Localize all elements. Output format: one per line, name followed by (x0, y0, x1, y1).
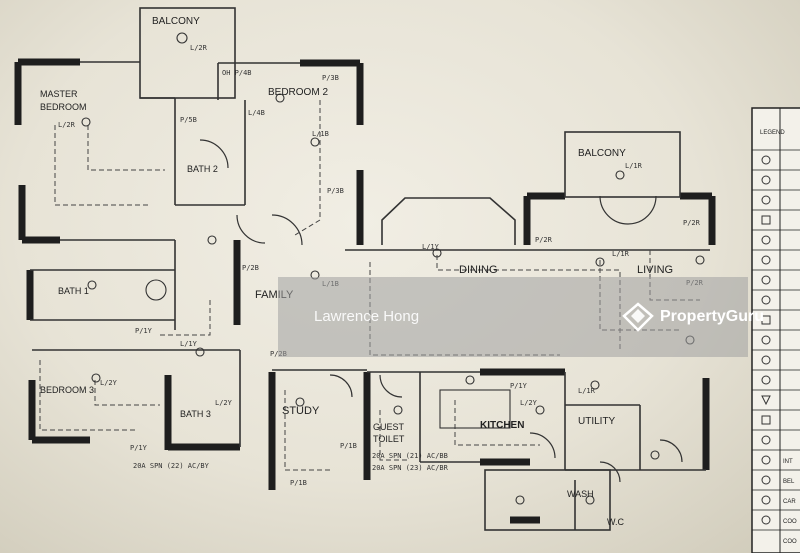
annotation-circuit-23: 20A SPN (23) AC/BR (372, 464, 449, 472)
room-label-balcony-right: BALCONY (578, 148, 626, 159)
legend-item: COO (783, 539, 797, 545)
annotation: L/1R (578, 387, 596, 395)
annotation: P/1Y (510, 382, 528, 390)
annotation: L/2R (190, 44, 208, 52)
thin-walls (30, 7, 710, 531)
legend-item: COO (783, 519, 797, 525)
legend-item: BEL (783, 479, 795, 485)
room-label-dining: DINING (459, 264, 498, 276)
legend-item: INT (783, 459, 793, 465)
annotation: P/1Y (135, 327, 153, 335)
room-label-study: STUDY (282, 405, 320, 417)
annotation: OH P/4B (222, 69, 252, 77)
annotation: P/5B (180, 116, 197, 124)
room-label-bath-1: BATH 1 (58, 286, 89, 296)
annotation: P/2R (535, 236, 553, 244)
annotation: P/1B (290, 479, 307, 487)
room-label-bedroom-3: BEDROOM 3 (40, 385, 94, 395)
annotation: P/3B (327, 187, 344, 195)
annotation: P/2R (683, 219, 701, 227)
annotation: L/2Y (520, 399, 538, 407)
annotation-circuit-22: 20A SPN (22) AC/BY (133, 462, 210, 470)
annotation: L/1Y (422, 243, 440, 251)
annotation: L/1R (625, 162, 643, 170)
room-label-kitchen: KITCHEN (480, 420, 524, 431)
annotation: P/1B (340, 442, 357, 450)
annotation-circuit-21: 20A SPN (21) AC/BB (372, 452, 448, 460)
annotation: L/2Y (215, 399, 233, 407)
room-label-master-1: MASTER (40, 89, 78, 99)
annotation: L/1Y (180, 340, 198, 348)
room-label-master-2: BEDROOM (40, 102, 87, 112)
propertyguru-logo-icon (622, 302, 654, 332)
room-label-bath-2: BATH 2 (187, 164, 218, 174)
room-label-guest: GUEST (373, 422, 405, 432)
annotation: L/2Y (100, 379, 118, 387)
room-label-utility: UTILITY (578, 416, 616, 427)
watermark-brand: PropertyGuru (622, 302, 764, 332)
annotation: L/1R (612, 250, 630, 258)
legend-title: LEGEND (760, 130, 785, 136)
annotation: P/1Y (130, 444, 148, 452)
legend-item: CAR (783, 499, 796, 505)
room-label-balcony-top: BALCONY (152, 16, 200, 27)
annotation: L/2R (58, 121, 76, 129)
annotation: L/1B (312, 130, 329, 138)
annotation: L/4B (248, 109, 265, 117)
room-label-bath-3: BATH 3 (180, 409, 211, 419)
annotation: P/3B (322, 74, 339, 82)
room-label-toilet: TOILET (373, 434, 405, 444)
room-label-wash: WASH (567, 489, 594, 499)
watermark-band (278, 277, 748, 357)
heavy-walls (14, 58, 716, 524)
room-label-bedroom-2: BEDROOM 2 (268, 87, 328, 98)
room-label-wc: W.C (607, 517, 624, 527)
annotation: P/2B (242, 264, 259, 272)
electrical-points (81, 32, 705, 505)
room-label-living: LIVING (637, 264, 673, 276)
watermark-brand-text: PropertyGuru (660, 308, 765, 325)
legend-table: LEGEND (751, 107, 800, 553)
watermark-photographer: Lawrence Hong (314, 308, 420, 325)
door-swings (199, 139, 683, 483)
